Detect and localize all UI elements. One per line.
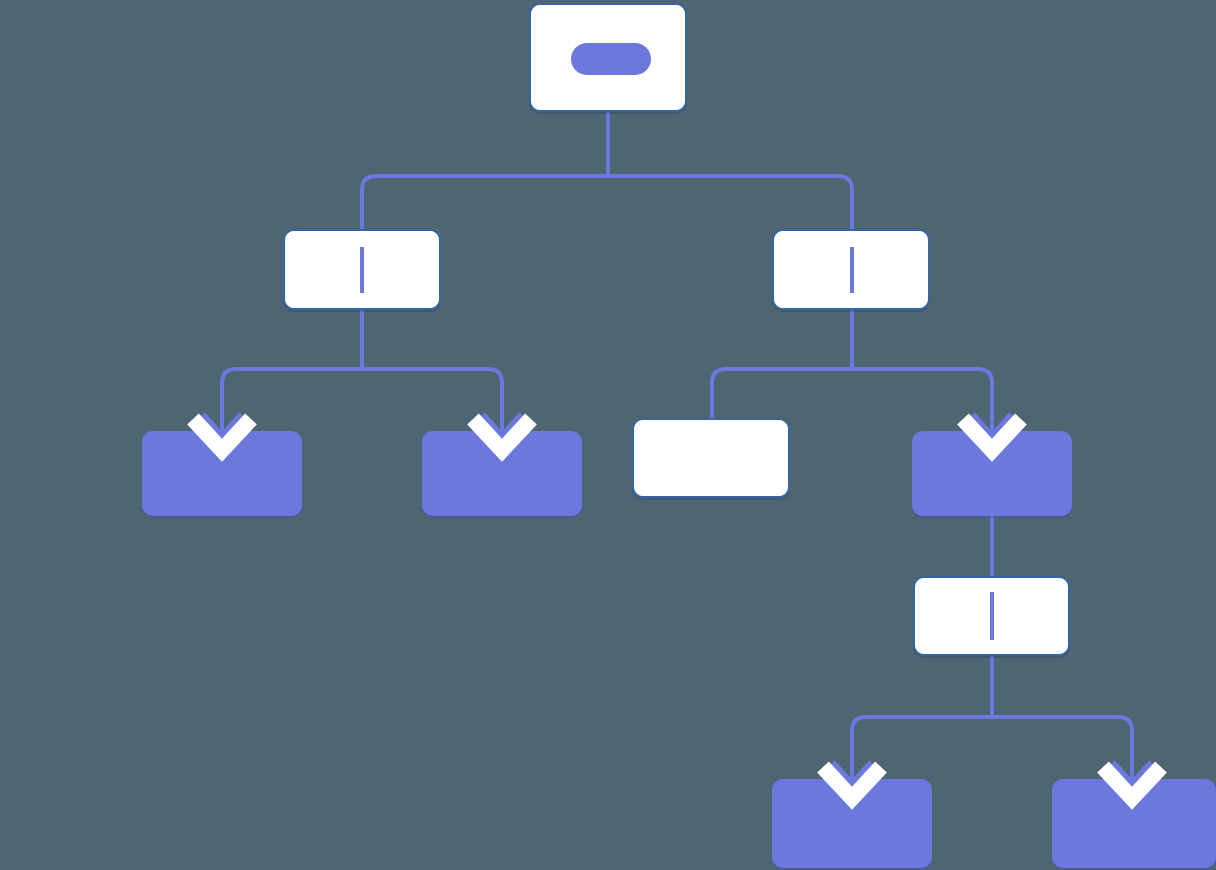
level2-right-node[interactable] [772,229,930,310]
level3-node-a[interactable] [142,431,302,516]
node-label-placeholder-pill [571,43,651,75]
root-node[interactable] [529,3,687,112]
level4-node[interactable] [913,576,1070,656]
level5-left-node[interactable] [772,779,932,868]
level2-left-node[interactable] [283,229,441,310]
level3-node-c[interactable] [632,418,790,498]
level3-node-b[interactable] [422,431,582,516]
level3-node-d[interactable] [912,431,1072,516]
level5-right-node[interactable] [1052,779,1216,868]
